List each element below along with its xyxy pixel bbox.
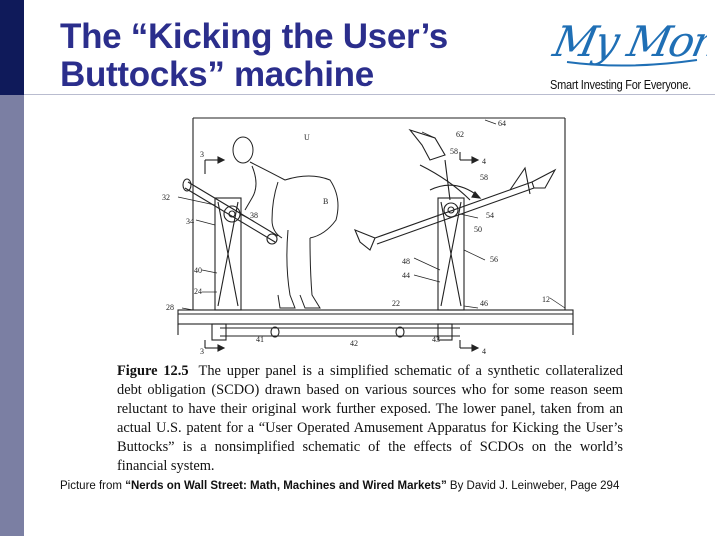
- label-12: 12: [542, 295, 550, 304]
- label-62: 62: [456, 130, 464, 139]
- label-44: 44: [402, 271, 410, 280]
- side-bar-accent: [0, 0, 24, 95]
- slide-title: The “Kicking the User’s Buttocks” machin…: [60, 18, 530, 94]
- kicking-arm: [353, 166, 557, 251]
- label-34: 34: [186, 217, 194, 226]
- label-3b: 3: [200, 347, 204, 356]
- label-41: 41: [256, 335, 264, 344]
- label-b: B: [323, 197, 328, 206]
- label-28: 28: [166, 303, 174, 312]
- label-32: 32: [162, 193, 170, 202]
- label-24: 24: [194, 287, 202, 296]
- figure-caption-label: Figure 12.5: [117, 363, 189, 379]
- label-58a: 58: [450, 147, 458, 156]
- label-64: 64: [498, 119, 506, 128]
- credit-suffix: By David J. Leinweber, Page 294: [446, 480, 620, 492]
- label-4a: 4: [482, 157, 486, 166]
- figure-caption-text: The upper panel is a simplified schemati…: [117, 363, 623, 474]
- user-figure: [232, 136, 339, 309]
- upper-boot: [408, 128, 471, 201]
- label-22: 22: [392, 299, 400, 308]
- label-3a: 3: [200, 150, 204, 159]
- label-4b: 4: [482, 347, 486, 356]
- my-money-logo: My Money Smart Investing For Everyone.: [545, 8, 710, 98]
- title-divider: [24, 94, 715, 95]
- picture-credit: Picture from “Nerds on Wall Street: Math…: [60, 478, 620, 494]
- credit-book-title: “Nerds on Wall Street: Math, Machines an…: [125, 480, 447, 492]
- my-money-logo-mark: My Money: [548, 18, 707, 67]
- slide-title-line-2: Buttocks” machine: [60, 55, 374, 94]
- section-arrows: [204, 152, 482, 352]
- label-46: 46: [480, 299, 488, 308]
- label-56: 56: [490, 255, 498, 264]
- logo-script-text: My Money: [548, 18, 707, 66]
- base-platform: [177, 309, 574, 335]
- crank-handle: [182, 178, 279, 245]
- patent-schematic: U B 64 62 58 4 58 3 32 34 38 54 50 56 40…: [162, 117, 574, 356]
- label-54: 54: [486, 211, 494, 220]
- slide-title-line-1: The “Kicking the User’s: [60, 17, 448, 56]
- logo-swoosh: [566, 59, 698, 67]
- label-38: 38: [250, 211, 258, 220]
- label-48: 48: [402, 257, 410, 266]
- leader-lines: [177, 119, 566, 311]
- label-58b: 58: [480, 173, 488, 182]
- frame-box: [192, 117, 566, 310]
- label-43: 43: [432, 335, 440, 344]
- label-42: 42: [350, 339, 358, 348]
- credit-prefix: Picture from: [60, 480, 126, 492]
- label-u: U: [304, 133, 310, 142]
- label-40: 40: [194, 266, 202, 275]
- right-post: [437, 197, 465, 311]
- left-post: [214, 197, 242, 311]
- under-axle: [211, 323, 460, 341]
- label-50: 50: [474, 225, 482, 234]
- figure-labels: U B 64 62 58 4 58 3 32 34 38 54 50 56 40…: [162, 119, 550, 356]
- logo-tagline: Smart Investing For Everyone.: [550, 78, 691, 92]
